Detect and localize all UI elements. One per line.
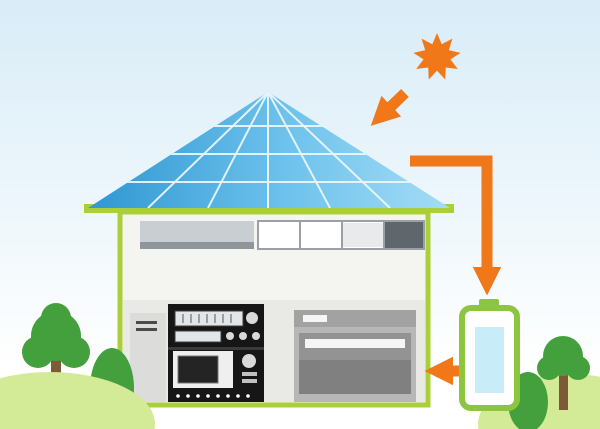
microwave-button-2 [242, 379, 257, 383]
left-greenery [0, 303, 155, 429]
second-floor-windows [257, 220, 425, 250]
house [117, 209, 431, 408]
sun-to-roof-arrow-icon [370, 89, 409, 126]
small-knob-1 [226, 332, 234, 340]
battery [459, 299, 520, 411]
tree-right-foliage [537, 336, 590, 380]
stack-divider [168, 347, 264, 350]
vent-hood [140, 221, 254, 249]
audio-appliance-stack [168, 304, 264, 402]
battery-cell [475, 327, 504, 393]
small-knob-3 [252, 332, 260, 340]
display-ticks [182, 314, 232, 323]
dishwasher-indicator [303, 315, 327, 322]
mound-left [0, 372, 155, 429]
small-knob-2 [239, 332, 247, 340]
microwave-button-1 [242, 372, 257, 376]
stereo-knob [246, 312, 258, 324]
sun-icon [412, 33, 462, 82]
roof-eave [84, 204, 454, 213]
microwave [173, 351, 257, 388]
dishwasher-handle [305, 339, 405, 348]
tree-left-foliage [22, 303, 90, 368]
cabinet-panel [130, 313, 166, 402]
tree-right-trunk [559, 372, 568, 410]
roof-to-battery-arrow-icon [410, 155, 502, 296]
dishwasher [294, 310, 416, 402]
microwave-knob [242, 354, 256, 368]
bottom-button-dots [176, 394, 250, 398]
